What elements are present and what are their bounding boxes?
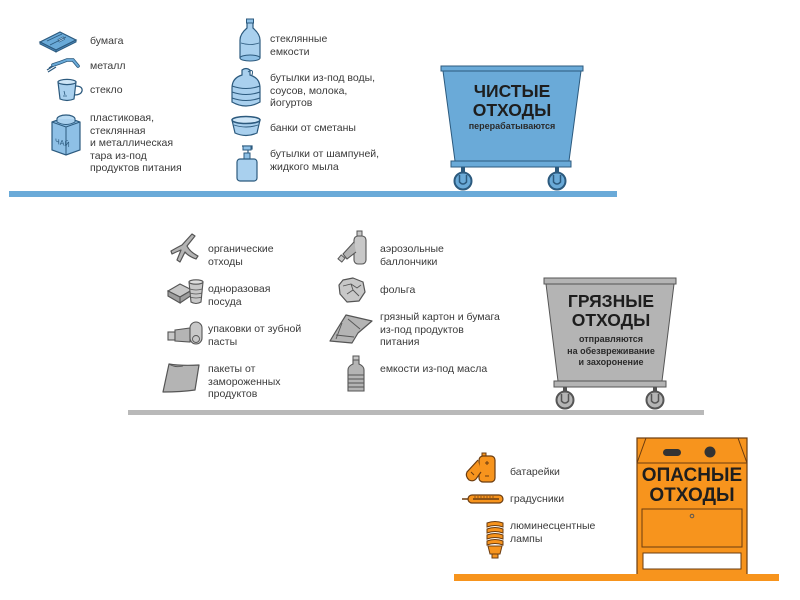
aerosol-can-icon: [337, 230, 373, 266]
clean-bin-title: ЧИСТЫЕ ОТХОДЫ: [472, 81, 552, 120]
item-label: бутылки от шампуней, жидкого мыла: [270, 148, 380, 173]
tea-tin-icon: ЧАЙ: [50, 112, 82, 156]
item-label: пластиковая, стеклянная и металлическая …: [90, 112, 182, 174]
hazardous-bin-title: ОПАСНЫЕ ОТХОДЫ: [641, 465, 743, 506]
item-label: емкости из-под масла: [380, 363, 488, 375]
disposable-dishes-icon: [166, 278, 204, 306]
item-label: бумага: [90, 35, 124, 47]
hazardous-container-icon: [636, 437, 748, 577]
oil-bottle-icon: [346, 355, 366, 393]
clean-ground-line: [9, 191, 617, 197]
pump-bottle-icon: [234, 143, 260, 183]
item-label: стекло: [90, 84, 123, 96]
svg-text:ЧАЙ: ЧАЙ: [55, 136, 70, 149]
item-label: аэрозольные баллончики: [380, 243, 444, 268]
item-label: пакеты от замороженных продуктов: [208, 363, 281, 400]
item-label: органические отходы: [208, 243, 274, 268]
dirty-waste-bin: [543, 275, 677, 411]
plastic-bag-icon: [161, 362, 201, 394]
dirty-ground-line: [128, 410, 704, 415]
clean-waste-bin: [440, 64, 584, 194]
thermometer-icon: [461, 493, 505, 505]
cup-tub-icon: [230, 115, 262, 137]
item-label: бутылки из-под воды, соусов, молока, йог…: [270, 72, 376, 109]
hazardous-ground-line: [454, 574, 779, 581]
water-jug-icon: [230, 67, 262, 110]
item-label: упаковки от зубной пасты: [208, 323, 302, 348]
fork-icon: [45, 57, 81, 73]
dirty-cardboard-icon: [328, 311, 374, 347]
item-label: банки от сметаны: [270, 122, 356, 134]
item-label: металл: [90, 60, 126, 72]
toothpaste-tube-icon: [166, 320, 204, 346]
food-scraps-icon: [170, 232, 200, 264]
item-label: одноразовая посуда: [208, 283, 271, 308]
item-label: стеклянные емкости: [270, 33, 328, 58]
item-label: градусники: [510, 493, 565, 505]
fluorescent-lamp-icon: [484, 520, 506, 560]
dirty-bin-title: ГРЯЗНЫЕ ОТХОДЫ: [567, 291, 655, 330]
glass-bottle-icon: [238, 18, 262, 64]
clean-bin-subtitle: перерабатываются: [468, 121, 556, 131]
item-label: люминесцентные лампы: [510, 520, 596, 545]
item-label: батарейки: [510, 466, 560, 478]
foil-ball-icon: [337, 276, 367, 304]
battery-icon: [464, 452, 500, 484]
item-label: фольга: [380, 284, 416, 296]
dirty-bin-subtitle: отправляются на обезвреживание и захорон…: [567, 334, 655, 367]
item-label: грязный картон и бумага из-под продуктов…: [380, 311, 500, 348]
glass-mug-icon: [55, 78, 85, 102]
paper-tray-icon: [38, 30, 78, 53]
